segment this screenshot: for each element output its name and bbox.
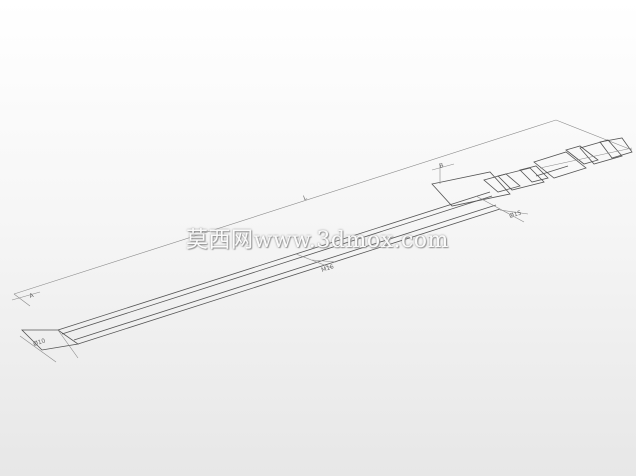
left-end-face bbox=[21, 329, 80, 351]
left-end-leader-2 bbox=[57, 329, 79, 359]
right-offset-line bbox=[431, 163, 455, 171]
left-diameter-label: Ø10 bbox=[32, 337, 46, 348]
overall-extension-left bbox=[13, 293, 31, 307]
watermark: 莫西网www.3dmox.com bbox=[186, 228, 449, 253]
hub-center-line bbox=[539, 147, 633, 169]
right-offset-label: B bbox=[438, 162, 444, 170]
left-end-leader bbox=[19, 335, 57, 363]
thread-label: M16 bbox=[320, 263, 335, 274]
flange-block-2 bbox=[497, 167, 545, 191]
flange-block-3 bbox=[519, 165, 549, 183]
overall-dimension-line bbox=[13, 119, 557, 295]
thread-leader bbox=[295, 253, 333, 269]
overall-dimension-label: L bbox=[302, 194, 308, 202]
shaft-upper-inner bbox=[61, 195, 493, 335]
right-collar bbox=[431, 171, 511, 207]
shaft-lower-inner bbox=[73, 204, 497, 341]
hub-block-3 bbox=[579, 139, 623, 165]
right-diameter-label: Ø15 bbox=[508, 209, 522, 220]
shaft-top-edge bbox=[57, 191, 491, 331]
right-dim-tick bbox=[499, 209, 529, 215]
thread-tick bbox=[311, 259, 337, 263]
hub-shaft-1 bbox=[535, 165, 569, 177]
left-offset-line bbox=[11, 291, 41, 301]
left-offset-label: A bbox=[28, 292, 35, 300]
hub-block-1 bbox=[533, 151, 587, 179]
hub-cap bbox=[599, 137, 633, 159]
overall-extension-right bbox=[555, 119, 633, 151]
hub-block-2 bbox=[565, 145, 599, 165]
shaft-bottom-edge bbox=[77, 208, 501, 345]
right-dim-leader bbox=[475, 195, 525, 223]
